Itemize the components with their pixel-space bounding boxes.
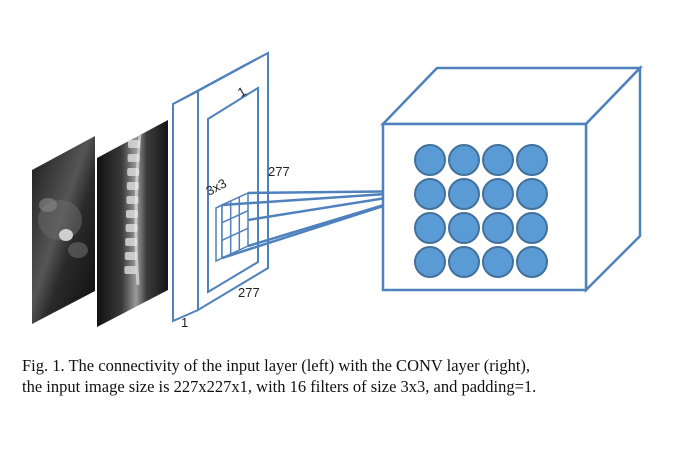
neuron-circle <box>482 212 514 244</box>
caption-line-1: Fig. 1. The connectivity of the input la… <box>22 356 531 375</box>
neuron-circle <box>414 212 446 244</box>
neuron-circle <box>414 178 446 210</box>
neuron-circle <box>448 246 480 278</box>
width-label: 277 <box>238 285 260 300</box>
neuron-circle <box>482 178 514 210</box>
neuron-circle <box>414 144 446 176</box>
vertebra-shape <box>125 238 138 246</box>
neuron-circle <box>482 246 514 278</box>
caption-line-2: the input image size is 227x227x1, with … <box>22 377 537 396</box>
depth-bottom-label: 1 <box>181 315 188 330</box>
neuron-circle <box>448 178 480 210</box>
figure-caption: Fig. 1. The connectivity of the input la… <box>22 355 682 397</box>
neuron-circle <box>516 178 548 210</box>
vertebra-shape <box>124 266 137 274</box>
vertebra-shape <box>124 252 137 260</box>
kernel-3x3 <box>215 191 249 263</box>
neuron-circle <box>516 212 548 244</box>
neuron-grid <box>414 144 548 278</box>
neuron-circle <box>414 246 446 278</box>
input-slab-side <box>172 89 199 323</box>
neuron-circle <box>516 246 548 278</box>
neuron-circle <box>448 212 480 244</box>
mri-sagittal-image <box>97 120 168 327</box>
height-label: 277 <box>268 164 290 179</box>
neuron-circle <box>516 144 548 176</box>
input-padding-frame <box>207 86 259 294</box>
neuron-circle <box>448 144 480 176</box>
mri-axial-image <box>32 136 95 324</box>
vertebra-shape <box>128 140 140 148</box>
neuron-circle <box>482 144 514 176</box>
